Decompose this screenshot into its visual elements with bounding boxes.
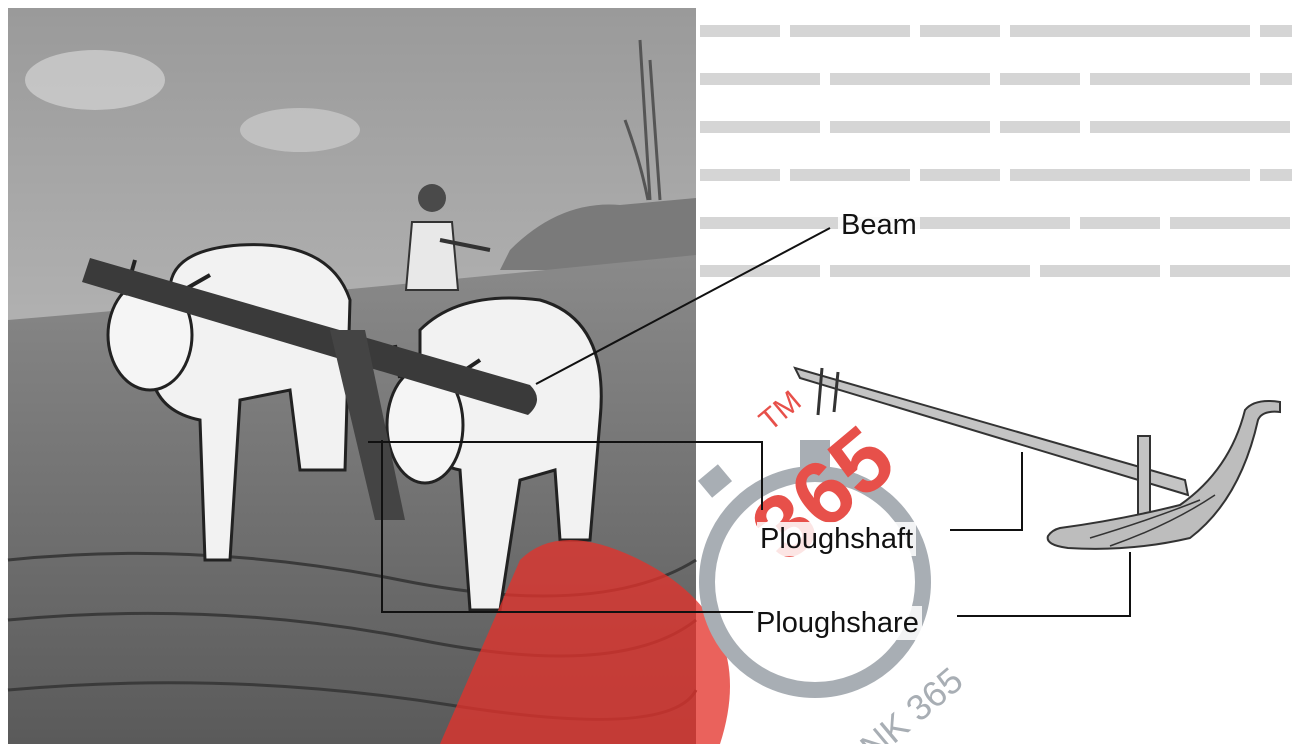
beam-label: Beam <box>838 208 920 242</box>
ploughshaft-leader-right <box>950 452 1022 530</box>
ploughshare-label: Ploughshare <box>753 606 922 640</box>
beam-peg <box>834 372 838 412</box>
watermark-tm: TM <box>753 385 807 438</box>
handle-peg <box>1138 436 1150 516</box>
ploughshaft-label: Ploughshaft <box>757 522 916 556</box>
ploughshare-leader-right <box>957 552 1130 616</box>
cloud <box>240 108 360 152</box>
cloud <box>25 50 165 110</box>
stopwatch-side-button <box>698 464 732 498</box>
